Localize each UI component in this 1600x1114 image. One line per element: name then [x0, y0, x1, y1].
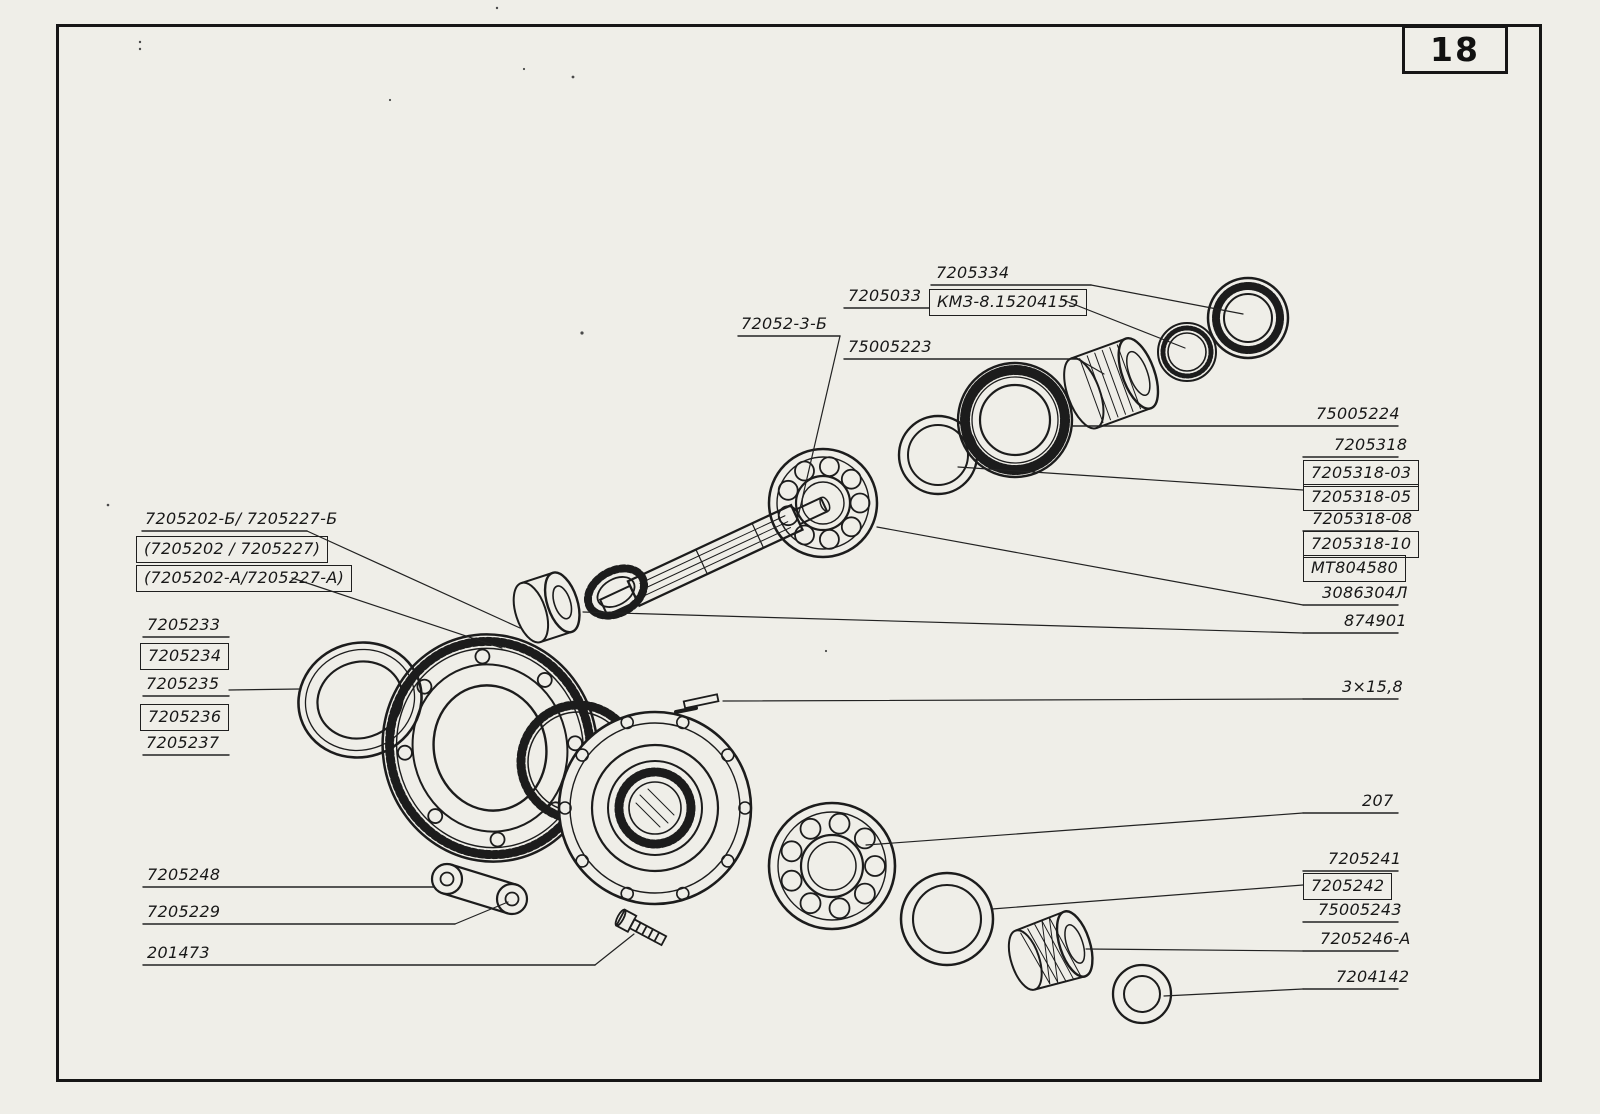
part-label-7205318-10: 7205318-10 — [1303, 531, 1420, 558]
part-label-7205202-a: (7205202-А/7205227-А) — [136, 565, 353, 592]
part-label-72052-3-b: 72052-3-Б — [741, 314, 828, 333]
part-label-7205242: 7205242 — [1303, 873, 1393, 900]
sheet-border-frame — [56, 24, 1542, 1082]
part-label-7205241: 7205241 — [1328, 849, 1402, 868]
part-label-7205248: 7205248 — [147, 865, 221, 884]
scan-noise — [106, 6, 828, 653]
part-label-7205234: 7205234 — [140, 643, 230, 670]
part-label-7205318: 7205318 — [1334, 435, 1408, 454]
bolt — [614, 908, 668, 947]
part-label-7205202: (7205202 / 7205227) — [136, 536, 329, 563]
part-label-7204142: 7204142 — [1336, 967, 1410, 986]
splined-bushing — [1007, 910, 1094, 991]
lock-ring — [1157, 322, 1217, 382]
part-label-7205202-b: 7205202-Б/ 7205227-Б — [145, 509, 338, 528]
part-label-201473: 201473 — [147, 943, 210, 962]
part-label-75005223: 75005223 — [848, 337, 932, 356]
part-label-mt804580: МТ804580 — [1303, 555, 1407, 582]
part-label-7205235: 7205235 — [146, 674, 220, 693]
part-label-7205033: 7205033 — [848, 286, 922, 305]
part-label-75005224: 75005224 — [1316, 404, 1400, 423]
page-number-box: 18 — [1402, 25, 1508, 74]
spacer-ring-lower — [899, 871, 995, 967]
part-label-7205318-03: 7205318-03 — [1303, 460, 1420, 487]
part-label-7205246-a: 7205246-А — [1320, 929, 1411, 948]
part-label-7205233: 7205233 — [147, 615, 221, 634]
page-number: 18 — [1430, 30, 1480, 69]
label-underlines — [141, 284, 1399, 990]
upper-ball-bearing — [767, 447, 879, 559]
part-label-7205237: 7205237 — [146, 733, 220, 752]
part-label-75005243: 75005243 — [1318, 900, 1402, 919]
part-label-7205318-05: 7205318-05 — [1303, 484, 1420, 511]
part-label-kmz-8-15204155: КМЗ-8.15204155 — [929, 289, 1088, 316]
part-label-874901: 874901 — [1344, 611, 1407, 630]
lower-ball-bearing — [767, 801, 897, 931]
part-label-7205229: 7205229 — [147, 902, 221, 921]
part-label-207: 207 — [1362, 791, 1394, 810]
part-label-7205236: 7205236 — [140, 704, 230, 731]
pin — [674, 693, 720, 714]
part-label-7205318-08: 7205318-08 — [1312, 509, 1413, 528]
end-ring — [1111, 963, 1173, 1025]
part-label-7205334: 7205334 — [936, 263, 1010, 282]
pinion-gear — [583, 564, 649, 620]
bevel-ring — [297, 641, 423, 759]
adjusting-ring-nut — [956, 361, 1074, 479]
link-plate — [430, 862, 529, 916]
part-label-3086304l: 3086304Л — [1322, 583, 1408, 602]
differential-hub — [557, 710, 753, 906]
leader-lines — [228, 284, 1304, 997]
outer-ring — [1206, 276, 1290, 360]
pilot-bushing — [512, 571, 581, 644]
crown-gear — [381, 633, 599, 863]
part-label-3x15-8: 3×15,8 — [1342, 677, 1404, 696]
